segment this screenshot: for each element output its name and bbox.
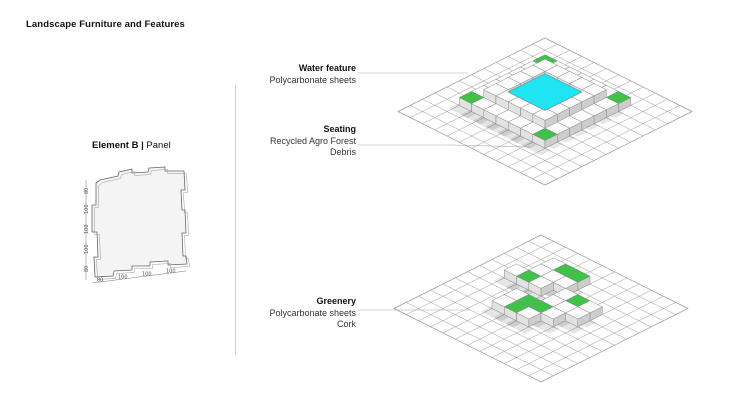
cube-shadow [485, 121, 515, 137]
cube-shadow [481, 306, 511, 322]
panel-dim-bottom-label: 100 [118, 275, 128, 281]
bottom-grid-line [528, 302, 676, 377]
greenery-platform [393, 234, 689, 383]
cube-shadow [505, 318, 535, 334]
panel-dim-left-label: 100 [84, 224, 90, 234]
top-grid-line [422, 99, 570, 173]
panel-dim-left-label: 100 [84, 204, 90, 214]
seating-material-line-1: Recycled Agro Forest [269, 135, 356, 146]
cube-shadow [493, 276, 523, 291]
page-title: Landscape Furniture and Features [26, 19, 185, 30]
cube-shadow [448, 103, 478, 119]
leader-line [451, 144, 531, 148]
cube-top-face [532, 107, 558, 121]
panel-dim-bottom-label: 80 [97, 277, 103, 283]
water-feature-title: Water feature [298, 63, 356, 73]
panel-dim-left-label: 100 [84, 244, 90, 254]
panel-name: Element B [92, 140, 139, 151]
cube-shadow [505, 282, 535, 297]
bottom-grid-line [418, 296, 566, 370]
cube-top-face [516, 306, 542, 320]
cube-shadow [521, 140, 552, 155]
seating-material-line-2: Debris [329, 147, 356, 157]
panel-type: Panel [146, 140, 171, 151]
panel-dim-bottom-label: 100 [142, 272, 152, 278]
cube-top-face [540, 306, 566, 320]
cube-shadow [460, 109, 490, 125]
panel-dim-bottom [91, 270, 187, 284]
panel-body [91, 166, 188, 278]
panel-edge [94, 169, 190, 280]
greenery-label: Greenery Polycarbonate sheets Cork [206, 296, 356, 331]
cube-top-face [565, 306, 591, 320]
water-feature-material: Polycarbonate sheets [269, 74, 356, 85]
cube-shadow [493, 312, 523, 328]
section-divider [235, 85, 236, 355]
leader-lines [358, 72, 531, 311]
panel-heading: Element B | Panel [92, 140, 171, 151]
water-feature-platform [397, 37, 693, 186]
water-pool [507, 73, 583, 111]
panel-dim-bottom-label: 100 [166, 269, 176, 275]
panel-dim-left-label: 80 [84, 188, 90, 194]
bottom-grid-line [406, 302, 554, 377]
top-grid-line [532, 105, 680, 180]
greenery-title: Greenery [316, 296, 356, 306]
top-grid-line [410, 105, 558, 180]
cube-top-face [528, 275, 554, 289]
cube-top-face [532, 127, 558, 141]
greenery-material-line-1: Polycarbonate sheets [269, 307, 356, 318]
greenery-material-line-2: Cork [336, 319, 356, 329]
cube-shadow [517, 288, 548, 303]
panel-separator: | [141, 140, 144, 151]
seating-title: Seating [323, 124, 356, 134]
cube-shadow [509, 134, 539, 149]
panel-dim-left-label: 80 [84, 266, 90, 272]
water-feature-label: Water feature Polycarbonate sheets [206, 63, 356, 86]
seating-label: Seating Recycled Agro Forest Debris [206, 124, 356, 159]
cube-shadow [472, 115, 503, 131]
cube-shadow [497, 128, 527, 143]
panel-outline: 80 100 100 100 80 100 100 100 80 [84, 166, 190, 284]
